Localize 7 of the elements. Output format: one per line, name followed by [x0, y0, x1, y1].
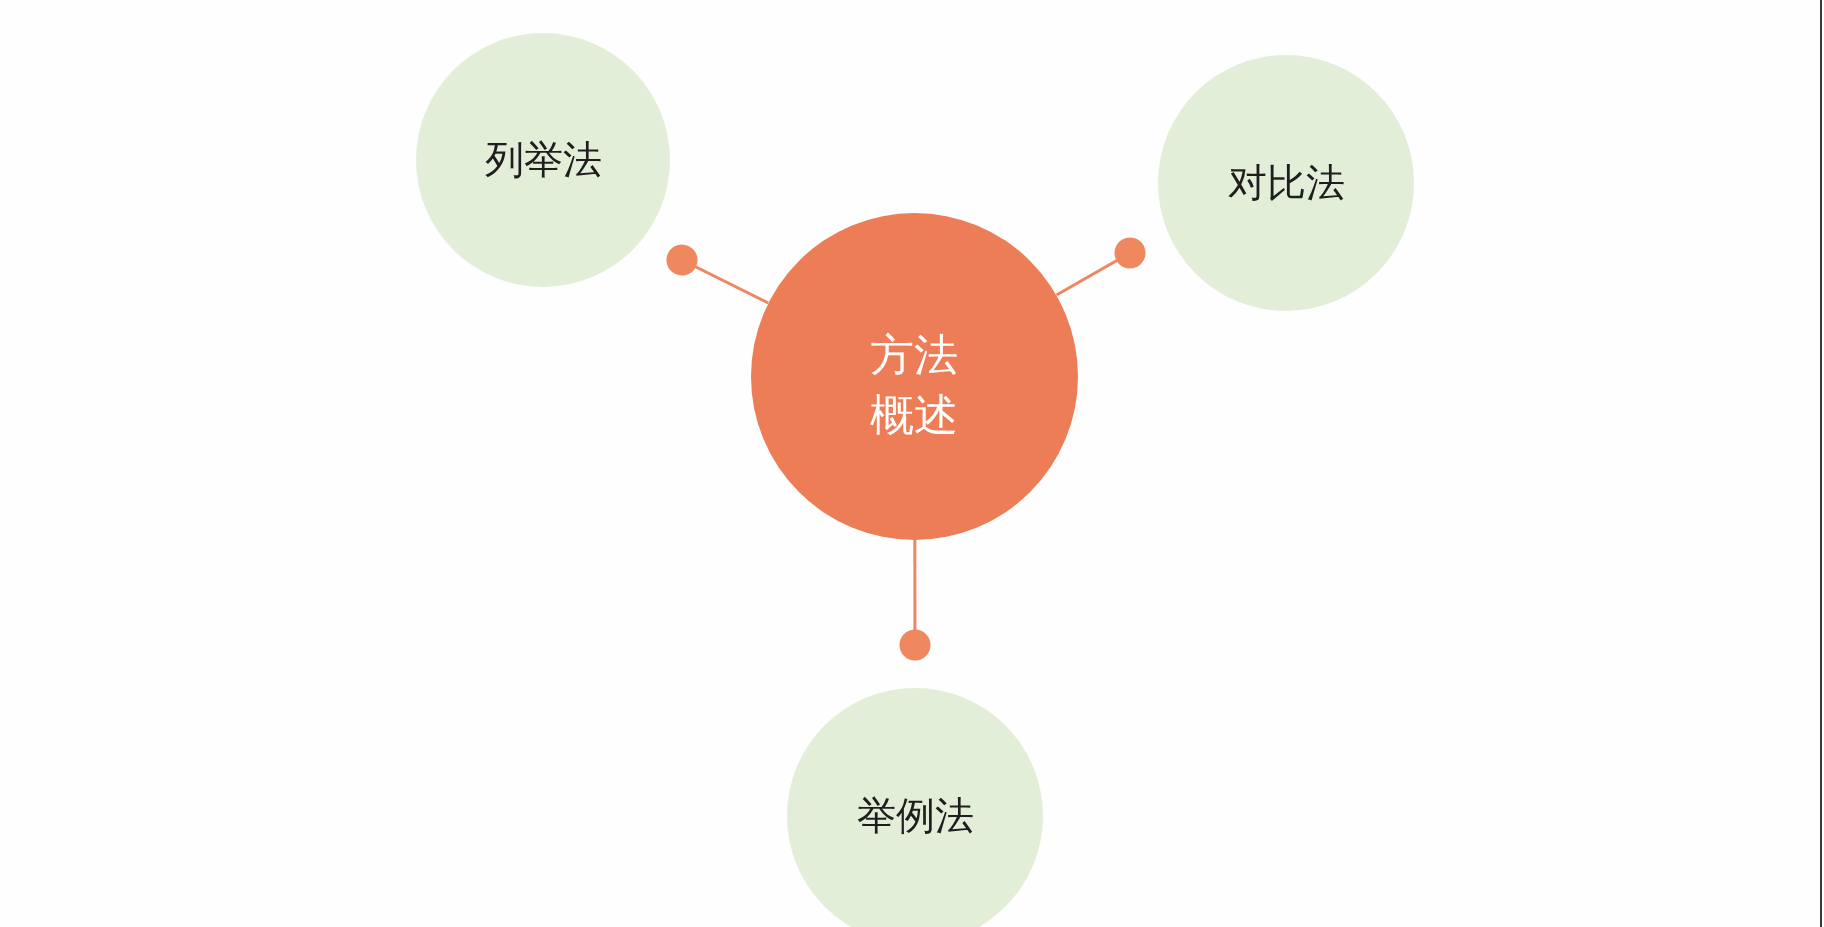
connector-line [1055, 237, 1146, 297]
hub-label: 方法概述 [869, 328, 960, 442]
topic-label: 列举法 [484, 136, 602, 184]
connector-line [899, 539, 931, 661]
topic-label: 举例法 [856, 792, 974, 840]
topic-label: 对比法 [1227, 159, 1345, 207]
connector-line [666, 244, 769, 305]
